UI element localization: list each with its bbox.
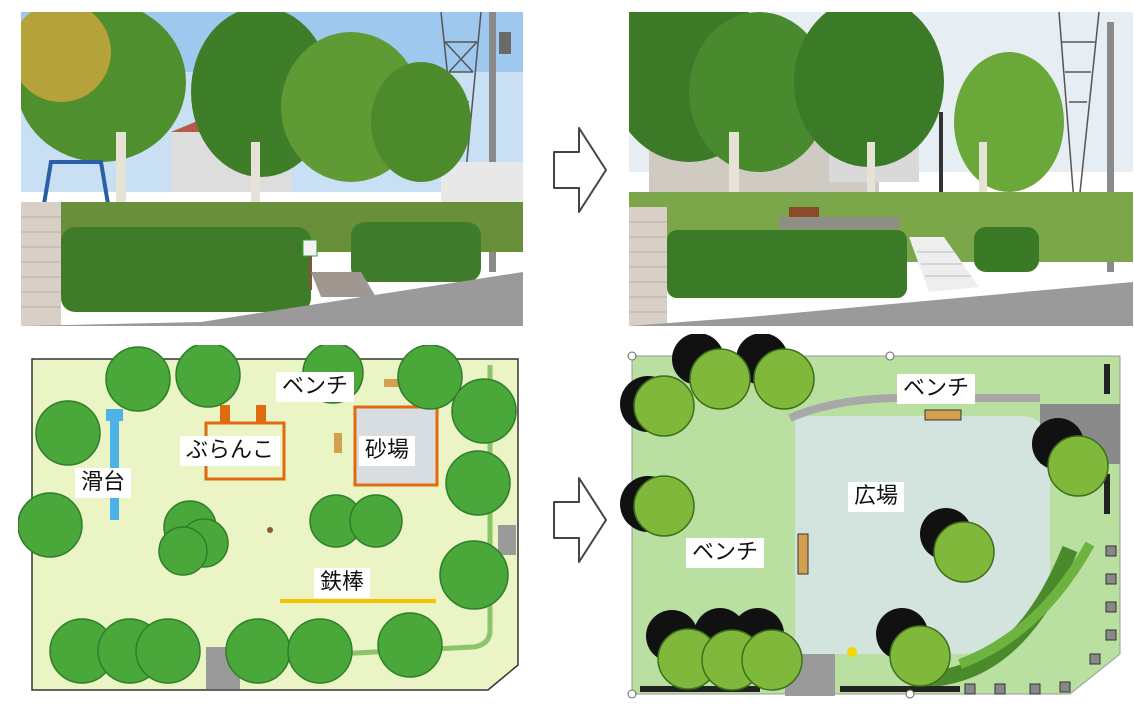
photo-after-scene	[629, 12, 1133, 326]
plan-after: ベンチ 広場 ベンチ	[620, 334, 1134, 713]
label-bench: ベンチ	[276, 372, 355, 402]
plan-before: ベンチ ぶらんこ 砂場 滑台 鉄棒	[18, 345, 526, 695]
label-slide: 滑台	[75, 468, 132, 498]
photo-before	[21, 12, 523, 326]
plan-before-map	[18, 345, 519, 691]
label-bench-top: ベンチ	[897, 374, 976, 404]
label-plaza: 広場	[848, 482, 905, 512]
label-iron-bar: 鉄棒	[314, 568, 371, 598]
right-arrow-icon	[553, 476, 608, 564]
label-swing: ぶらんこ	[180, 436, 281, 466]
label-bench-left: ベンチ	[686, 538, 765, 568]
right-arrow-icon	[553, 126, 608, 214]
photo-before-scene	[21, 12, 523, 326]
plan-after-map	[620, 334, 1121, 699]
photo-after	[629, 12, 1133, 326]
label-sandbox: 砂場	[359, 436, 416, 466]
